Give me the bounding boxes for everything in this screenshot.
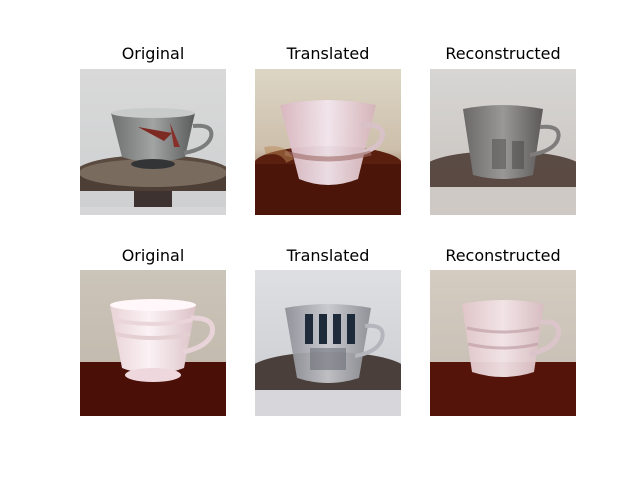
cup-image-reconstructed-2 bbox=[430, 270, 576, 416]
panel-original-cup-1 bbox=[80, 69, 226, 215]
cup-image-translated-2 bbox=[255, 270, 401, 416]
panel-reconstructed-cup-2 bbox=[430, 270, 576, 416]
panel-title-translated-2: Translated bbox=[286, 246, 370, 265]
panel-translated-cup-1 bbox=[255, 69, 401, 215]
panel-original-cup-2 bbox=[80, 270, 226, 416]
panel-title-translated-1: Translated bbox=[286, 44, 370, 63]
panel-title-reconstructed-1: Reconstructed bbox=[445, 44, 561, 63]
panel-title-reconstructed-2: Reconstructed bbox=[445, 246, 561, 265]
cup-image-original-2 bbox=[80, 270, 226, 416]
cup-image-translated-1 bbox=[255, 69, 401, 215]
panel-title-original-2: Original bbox=[121, 246, 185, 265]
panel-title-original-1: Original bbox=[121, 44, 185, 63]
panel-reconstructed-cup-1 bbox=[430, 69, 576, 215]
panel-translated-cup-2 bbox=[255, 270, 401, 416]
cup-image-original-1 bbox=[80, 69, 226, 215]
cup-image-reconstructed-1 bbox=[430, 69, 576, 215]
